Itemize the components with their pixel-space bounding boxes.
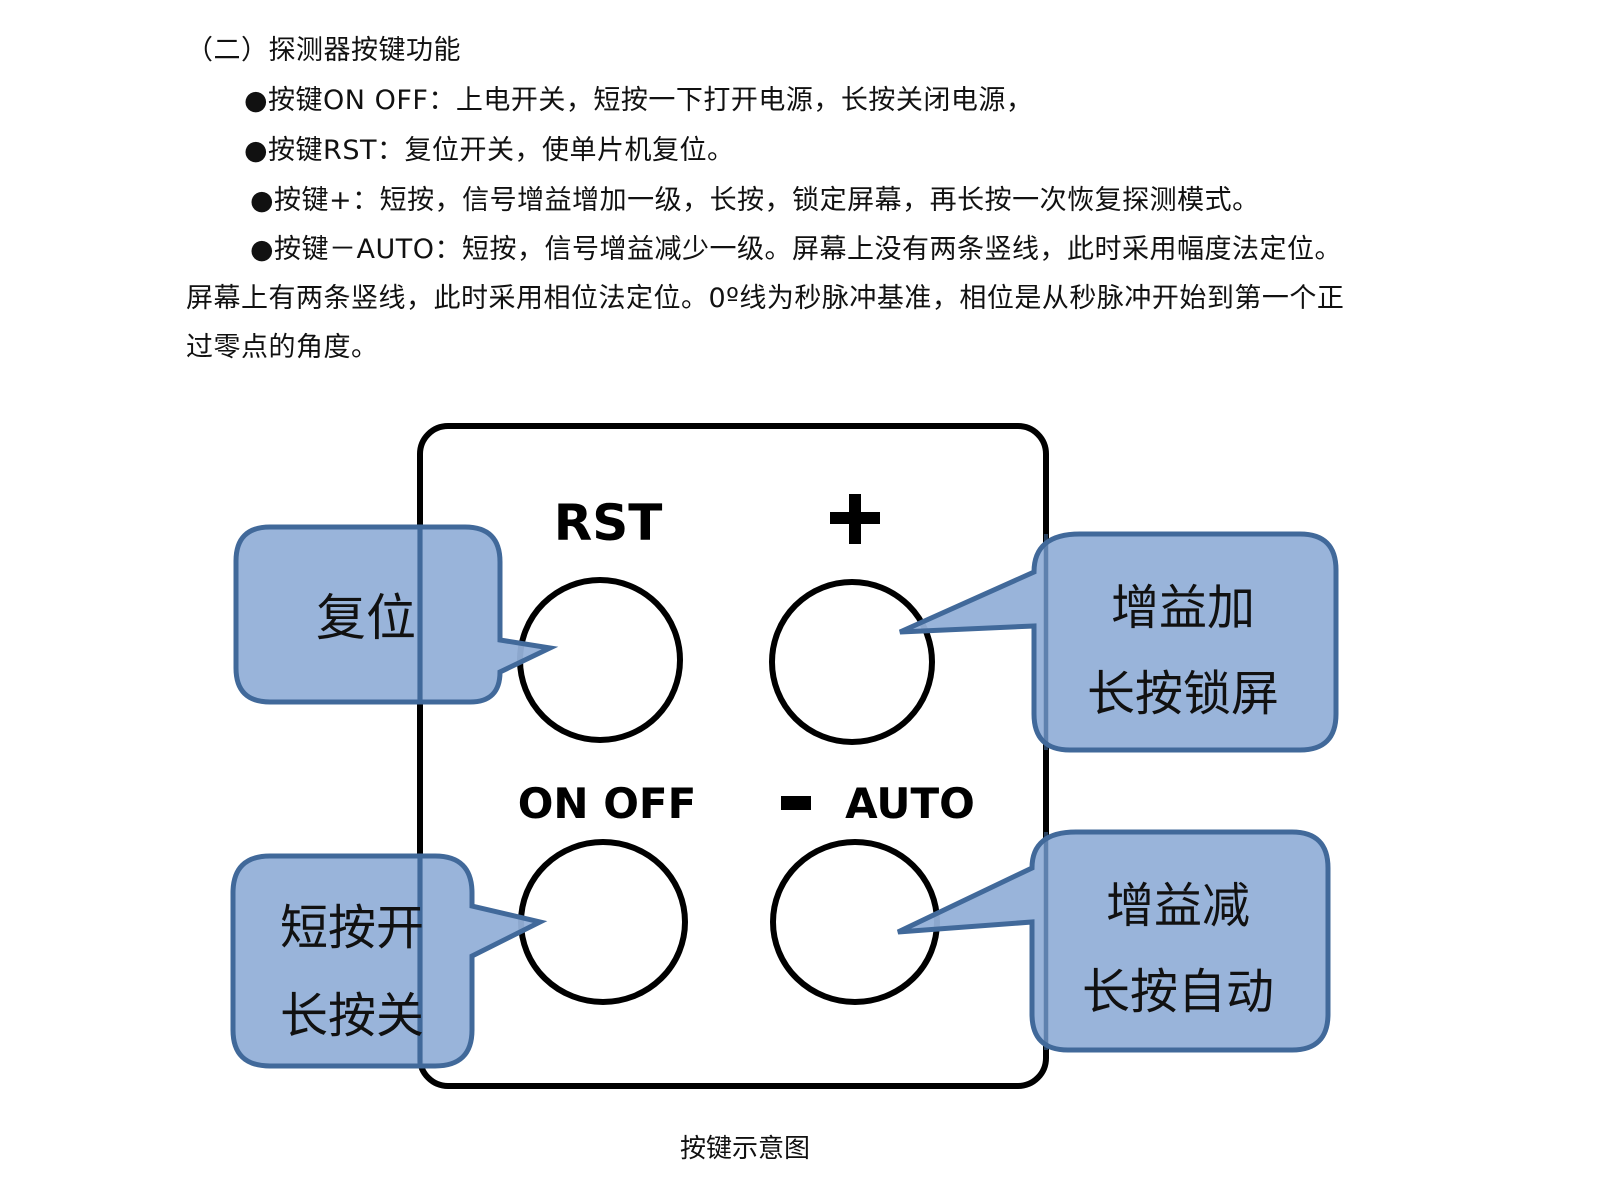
paragraph-continued-1: 屏幕上有两条竖线，此时采用相位法定位。0º线为秒脉冲基准，相位是从秒脉冲开始到第… xyxy=(186,283,1345,314)
minus-icon xyxy=(781,796,811,810)
label-auto: AUTO xyxy=(845,779,975,828)
panel-outline xyxy=(417,423,1049,1089)
callout-minus-auto-text-1: 增益减 xyxy=(1106,878,1250,934)
callout-rst-text: 复位 xyxy=(316,589,416,647)
callout-on-off-text-2: 长按关 xyxy=(280,988,424,1044)
paragraph-continued-2: 过零点的角度。 xyxy=(186,332,379,363)
diagram-caption: 按键示意图 xyxy=(679,1134,810,1164)
button-minus-auto[interactable] xyxy=(770,839,940,1005)
paragraph-rst: ●按键RST：复位开关，使单片机复位。 xyxy=(244,135,735,166)
paragraph-on-off: ●按键ON OFF：上电开关，短按一下打开电源，长按关闭电源， xyxy=(244,85,1034,116)
button-on-off[interactable] xyxy=(518,839,688,1005)
paragraph-plus: ●按键+：短按，信号增益增加一级，长按，锁定屏幕，再长按一次恢复探测模式。 xyxy=(250,185,1260,216)
callout-minus-auto-text-2: 长按自动 xyxy=(1082,964,1274,1020)
button-plus[interactable] xyxy=(769,579,935,745)
callout-minus-auto xyxy=(896,829,1331,1053)
callout-rst xyxy=(233,524,559,705)
button-rst[interactable] xyxy=(517,577,683,743)
callout-on-off xyxy=(230,853,548,1069)
callout-plus-text-2: 长按锁屏 xyxy=(1087,666,1279,722)
plus-icon xyxy=(830,494,880,544)
callout-plus xyxy=(898,531,1339,753)
section-title: （二）探测器按键功能 xyxy=(186,35,461,66)
label-on-off: ON OFF xyxy=(518,779,697,828)
label-rst: RST xyxy=(554,494,663,552)
callout-on-off-text-1: 短按开 xyxy=(280,900,424,956)
callout-plus-text-1: 增益加 xyxy=(1111,580,1255,636)
paragraph-minus-auto: ●按键－AUTO：短按，信号增益减少一级。屏幕上没有两条竖线，此时采用幅度法定位… xyxy=(250,234,1343,265)
